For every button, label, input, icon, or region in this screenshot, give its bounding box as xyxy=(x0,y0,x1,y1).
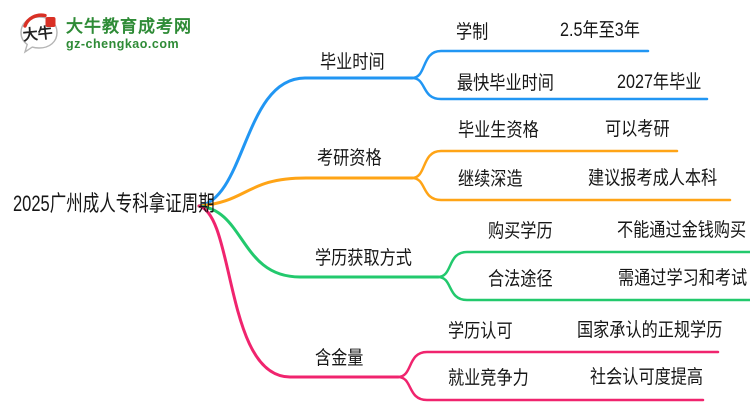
root-topic: 2025广州成人专科拿证周期 xyxy=(13,191,215,216)
logo-red-arc xyxy=(23,13,47,28)
leaf-key-legal-route: 合法途径 xyxy=(488,269,553,290)
branch-label-graduation-time: 毕业时间 xyxy=(320,52,385,73)
leaf-value-legal-route: 需通过学习和考试 xyxy=(618,268,748,289)
leaf-key-study-duration: 学制 xyxy=(456,22,489,43)
leaf-value-fastest-graduation: 2027年毕业 xyxy=(617,72,702,93)
leaf-key-fastest-graduation: 最快毕业时间 xyxy=(457,73,554,94)
logo-title: 大牛教育成考网 xyxy=(66,17,192,37)
leaf-line-buying-degree xyxy=(436,250,750,279)
logo-domain: gz-chengkao.com xyxy=(66,36,180,51)
logo-seal-icon xyxy=(45,17,56,27)
logo-bubble-icon: 大牛 xyxy=(20,13,58,54)
branch-label-postgrad-eligibility: 考研资格 xyxy=(317,148,382,169)
leaf-line-further-study xyxy=(410,176,732,202)
branch-label-value: 含金量 xyxy=(315,348,364,369)
site-logo[interactable]: 大牛 大牛教育成考网 gz-chengkao.com xyxy=(18,12,192,56)
branch-line-degree-acquisition xyxy=(197,204,440,279)
logo-calligraphy-text: 大牛 xyxy=(22,23,54,44)
logo-text-block: 大牛教育成考网 gz-chengkao.com xyxy=(66,17,192,51)
leaf-value-buying-degree: 不能通过金钱购买 xyxy=(617,220,747,241)
leaf-key-further-study: 继续深造 xyxy=(458,169,523,190)
leaf-value-study-duration: 2.5年至3年 xyxy=(560,20,640,41)
branch-line-value xyxy=(197,204,400,379)
leaf-value-employment: 社会认可度提高 xyxy=(590,367,704,388)
leaf-value-graduate-eligibility: 可以考研 xyxy=(605,119,670,140)
branch-line-postgrad-eligibility xyxy=(197,176,414,208)
branch-line-graduation-time xyxy=(197,76,414,208)
leaf-line-study-duration xyxy=(410,49,650,80)
leaf-line-fastest-graduation xyxy=(410,76,709,101)
leaf-line-recognition xyxy=(396,350,720,379)
leaf-line-employment xyxy=(396,375,705,402)
leaf-key-employment: 就业竞争力 xyxy=(448,368,529,389)
leaf-key-buying-degree: 购买学历 xyxy=(488,221,553,242)
leaf-key-recognition: 学历认可 xyxy=(448,321,513,342)
leaf-line-legal-route xyxy=(436,275,750,302)
leaf-key-graduate-eligibility: 毕业生资格 xyxy=(458,120,539,141)
leaf-value-further-study: 建议报考成人本科 xyxy=(588,168,718,189)
leaf-line-graduate-eligibility xyxy=(410,149,679,180)
leaf-value-recognition: 国家承认的正规学历 xyxy=(577,320,723,341)
branch-label-degree-acquisition: 学历获取方式 xyxy=(315,248,412,269)
